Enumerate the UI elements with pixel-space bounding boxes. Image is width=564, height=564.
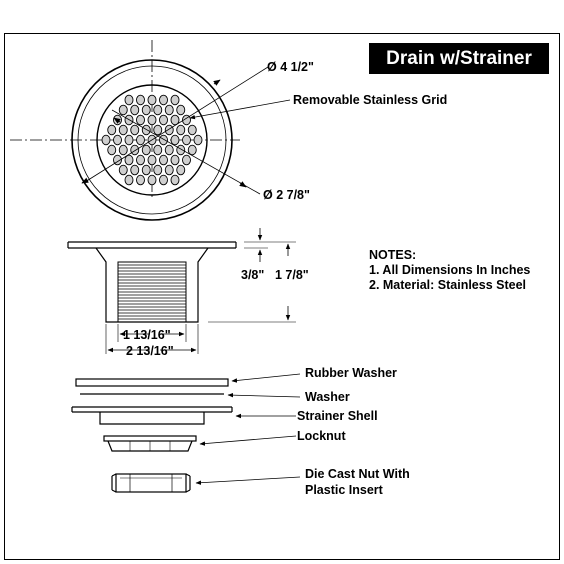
grid-hole: [187, 144, 197, 156]
grid-hole: [141, 104, 151, 116]
grid-hole: [176, 104, 186, 116]
die-cast-nut-label-2: Plastic Insert: [305, 483, 383, 497]
grid-hole: [153, 144, 163, 156]
grid-hole: [113, 134, 122, 146]
die-cast-nut-label-1: Die Cast Nut With: [305, 467, 410, 481]
grid-hole: [182, 154, 191, 166]
grid-hole: [147, 114, 157, 126]
grid-hole: [136, 174, 145, 186]
grid-hole: [118, 104, 128, 116]
grid-hole: [164, 164, 174, 176]
grid-hole: [170, 114, 180, 126]
grid-diameter-line: [111, 109, 261, 195]
drain-body: [95, 247, 209, 323]
note-item: 2. Material: Stainless Steel: [369, 278, 527, 292]
grid-hole: [159, 114, 168, 126]
die-cast-nut-part: [111, 473, 191, 493]
outer-diameter-line: [84, 66, 269, 183]
grid-hole: [130, 124, 140, 136]
strainer-shell-part: [71, 406, 233, 425]
grid-hole: [141, 124, 151, 136]
grid-hole: [101, 134, 111, 146]
flange-thickness-label: 3/8": [241, 268, 265, 282]
rubber-washer-label: Rubber Washer: [305, 366, 397, 380]
grid-hole: [136, 94, 145, 106]
grid-hole: [118, 124, 128, 136]
grid-hole: [176, 164, 186, 176]
locknut-part: [103, 435, 197, 452]
notes-heading: NOTES:: [369, 248, 417, 262]
grid-hole: [159, 174, 168, 186]
flange-inner-circle: [77, 65, 227, 215]
grid-hole: [182, 114, 191, 126]
grid-hole: [193, 134, 203, 146]
outer-flange-circle: [71, 59, 233, 221]
grid-hole: [118, 144, 128, 156]
locknut-label: Locknut: [297, 429, 346, 443]
thread-lines: [118, 264, 186, 320]
diagram-frame: [4, 33, 560, 560]
grid-hole: [153, 124, 163, 136]
body-width-label: 2 13/16": [126, 344, 174, 358]
grid-hole: [159, 134, 168, 146]
grid-hole: [164, 144, 174, 156]
exploded-parts: [71, 373, 301, 493]
grid-hole: [153, 104, 163, 116]
grid-hole: [141, 164, 151, 176]
thread-width-label: 1 13/16": [123, 328, 171, 342]
grid-hole: [153, 164, 163, 176]
grid-hole: [107, 144, 117, 156]
grid-hole: [182, 134, 191, 146]
grid-hole: [124, 174, 134, 186]
grid-callout-label: Removable Stainless Grid: [293, 93, 448, 107]
grid-hole: [136, 154, 145, 166]
grid-hole: [147, 94, 157, 106]
grid-hole: [170, 174, 180, 186]
grid-hole: [118, 164, 128, 176]
grid-hole: [176, 124, 186, 136]
grid-hole: [124, 134, 134, 146]
body-height-label: 1 7/8": [275, 268, 309, 282]
grid-hole: [170, 154, 180, 166]
grid-hole: [164, 124, 174, 136]
grid-hole: [147, 174, 157, 186]
grid-hole: [170, 134, 180, 146]
top-view: [10, 40, 291, 221]
grid-hole: [170, 94, 180, 106]
grid-hole: [147, 154, 157, 166]
strainer-shell-label: Strainer Shell: [297, 409, 378, 423]
grid-diameter-label: Ø 2 7/8": [263, 188, 310, 202]
washer-label: Washer: [305, 390, 350, 404]
outer-diameter-label: Ø 4 1/2": [267, 60, 314, 74]
grid-hole: [164, 104, 174, 116]
grid-hole: [176, 144, 186, 156]
diagram-title: Drain w/Strainer: [369, 43, 549, 74]
grid-hole: [141, 144, 151, 156]
grid-hole: [130, 104, 140, 116]
note-item: 1. All Dimensions In Inches: [369, 263, 531, 277]
grid-hole: [130, 144, 140, 156]
grid-hole: [159, 94, 168, 106]
side-view: [67, 228, 296, 354]
grid-holes: [101, 94, 203, 186]
grid-hole: [124, 94, 134, 106]
grid-hole: [136, 114, 145, 126]
grid-hole: [159, 154, 168, 166]
grid-hole: [130, 164, 140, 176]
grid-hole: [187, 124, 197, 136]
grid-circle: [96, 84, 208, 196]
rubber-washer-part: [75, 378, 229, 387]
grid-leader: [189, 99, 291, 120]
grid-hole: [107, 124, 117, 136]
grid-hole: [124, 154, 134, 166]
grid-hole: [136, 134, 145, 146]
